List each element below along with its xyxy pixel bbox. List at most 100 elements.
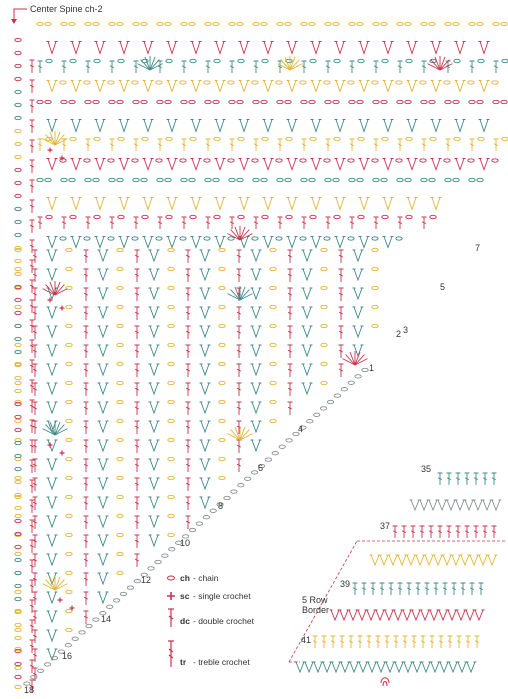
chain-stitch — [84, 177, 92, 183]
chain-stitch — [347, 236, 355, 241]
chain-stitch — [68, 177, 76, 183]
v-stitch — [46, 629, 58, 643]
single-crochet-stitch — [47, 297, 53, 303]
double-crochet-stitch — [401, 525, 407, 538]
center-spine-marker: Center Spine ch-2 — [11, 4, 103, 24]
chain-stitch — [218, 361, 226, 367]
double-crochet-stitch — [29, 619, 35, 633]
v-stitch — [352, 306, 364, 320]
chain-stitch — [14, 518, 22, 524]
chain-stitch — [420, 99, 428, 105]
v-stitch — [97, 363, 109, 377]
double-crochet-stitch — [185, 306, 191, 320]
double-crochet-stitch — [419, 525, 425, 538]
chain-stitch — [14, 399, 22, 405]
chain-stitch — [204, 21, 212, 27]
chain-stitch — [116, 177, 124, 183]
chain-stitch — [108, 21, 116, 27]
chain-stitch — [14, 266, 22, 272]
double-crochet-stitch — [205, 216, 211, 229]
fan-stitch — [137, 63, 151, 71]
double-crochet-stitch — [29, 659, 35, 673]
v-stitch — [250, 439, 262, 453]
chain-stitch — [14, 674, 22, 680]
double-crochet-stitch — [287, 249, 293, 263]
chain-stitch — [14, 635, 22, 641]
chain-stitch — [181, 534, 190, 539]
v-stitch — [238, 119, 250, 133]
v-stitch — [97, 477, 109, 491]
chain-stitch — [476, 177, 484, 183]
chain-stitch — [420, 21, 428, 27]
double-crochet-stitch — [83, 458, 89, 472]
chain-stitch — [492, 99, 500, 105]
double-crochet-stitch — [134, 420, 140, 434]
v-stitch — [94, 80, 106, 93]
chain-stitch — [236, 21, 244, 27]
chain-stitch — [227, 236, 235, 241]
v-stitch — [97, 401, 109, 415]
v-stitch — [118, 119, 130, 133]
v-stitch — [97, 306, 109, 320]
v-stitch — [214, 197, 226, 211]
fan-stitch — [49, 131, 56, 146]
double-crochet-stitch — [393, 635, 399, 648]
double-crochet-stitch — [185, 439, 191, 453]
chain-stitch — [92, 99, 100, 105]
double-crochet-stitch — [29, 219, 35, 233]
double-crochet-stitch — [32, 534, 38, 548]
v-stitch — [199, 249, 211, 263]
double-crochet-stitch — [133, 60, 139, 73]
fan-stitch — [239, 293, 253, 301]
double-crochet-stitch — [181, 60, 187, 73]
legend-desc: - double crochet — [193, 616, 255, 626]
chain-stitch — [131, 158, 139, 163]
v-stitch — [262, 236, 274, 249]
double-crochet-stitch — [29, 599, 35, 613]
chain-stitch — [167, 399, 175, 405]
double-crochet-stitch — [29, 379, 35, 393]
row-number: 10 — [180, 538, 190, 548]
v-stitch — [338, 609, 350, 622]
chain-stitch — [212, 21, 220, 27]
double-crochet-stitch — [301, 138, 307, 151]
v-stitch — [490, 499, 502, 512]
chain-stitch — [78, 630, 86, 635]
double-crochet-stitch — [424, 582, 430, 595]
chain-stitch — [69, 214, 77, 220]
chain-stitch — [404, 21, 412, 27]
chain-stitch — [161, 553, 169, 558]
fan-stitch — [342, 358, 356, 366]
v-stitch — [358, 119, 370, 133]
chain-stitch — [218, 399, 226, 405]
double-crochet-stitch — [287, 287, 293, 301]
v-stitch — [429, 661, 441, 674]
chain-stitch — [167, 342, 175, 348]
v-stitch — [406, 197, 418, 211]
double-crochet-stitch — [157, 60, 163, 73]
chain-stitch — [155, 80, 163, 85]
chain-stitch — [491, 80, 499, 85]
double-crochet-stitch — [29, 339, 35, 353]
chain-stitch — [14, 115, 22, 121]
double-crochet-stitch — [392, 525, 398, 538]
double-crochet-stitch — [29, 459, 35, 473]
chain-stitch — [380, 177, 388, 183]
chain-stitch — [68, 99, 76, 105]
chain-stitch — [236, 99, 244, 105]
fan-stitch — [239, 226, 246, 241]
fan-stitch — [54, 131, 61, 146]
chain-stitch — [14, 232, 22, 238]
v-stitch — [334, 236, 346, 249]
v-stitch — [46, 382, 58, 396]
v-stitch — [94, 119, 106, 133]
v-stitch — [238, 158, 250, 171]
double-crochet-stitch — [29, 99, 35, 113]
double-crochet-stitch — [287, 382, 293, 396]
treble-crochet-symbol — [168, 640, 174, 667]
double-crochet-stitch — [83, 287, 89, 301]
double-crochet-stitch — [373, 138, 379, 151]
chain-stitch — [237, 483, 245, 488]
chain-stitch — [452, 21, 460, 27]
chain-stitch — [65, 589, 73, 595]
